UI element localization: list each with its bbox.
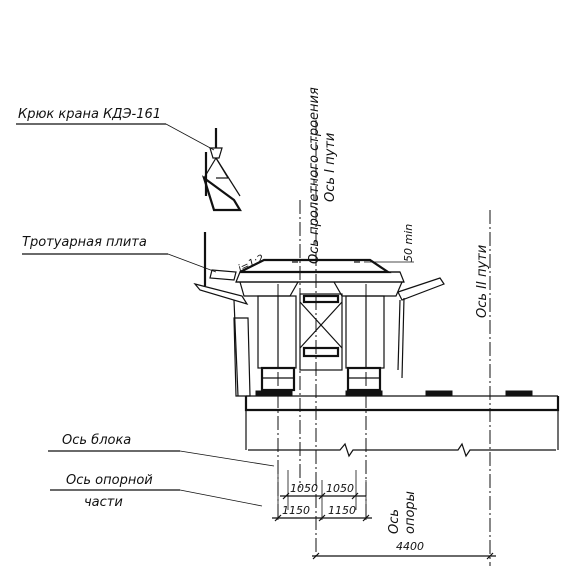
pier-cap	[244, 390, 560, 458]
sidewalk-slab-label: Тротуарная плита	[22, 235, 147, 250]
span-superstructure	[235, 258, 405, 371]
block-axis-label: Ось блока	[62, 433, 131, 448]
axis-lines	[277, 120, 491, 566]
right-sidewalk-slab	[397, 277, 445, 379]
bearing-axis-label-1: Ось опорной	[66, 473, 153, 488]
crane-hook-label: Крюк крана КДЭ-161	[18, 107, 161, 122]
bearings	[260, 366, 382, 392]
dim-1050-right: 1050	[326, 482, 354, 495]
span-axis-label: Ось пролетного строения	[307, 87, 322, 264]
axis-callouts: Ось блока Ось опорной части	[48, 433, 275, 510]
track2-axis-label: Ось II пути	[475, 245, 490, 318]
sidewalk-slab-callout: Тротуарная плита	[22, 235, 217, 273]
left-sidewalk-slab	[193, 232, 251, 397]
pier-axis-label-1: Ось	[387, 509, 402, 534]
bearing-axis-label-2: части	[84, 495, 123, 510]
crane-hook-assembly: Крюк крана КДЭ-161	[16, 107, 242, 212]
dim-1150-right: 1150	[328, 504, 356, 517]
dim-1050-left: 1050	[290, 482, 318, 495]
pier-axis-label-2: опоры	[403, 491, 418, 534]
dim-50-label: 50 min	[402, 224, 415, 262]
track1-axis-label: Ось I пути	[323, 133, 338, 202]
dim-1150-left: 1150	[282, 504, 310, 517]
dim-4400: 4400	[396, 540, 424, 553]
dimension-lines: 1050 1050 1150 1150 4400	[272, 470, 496, 560]
